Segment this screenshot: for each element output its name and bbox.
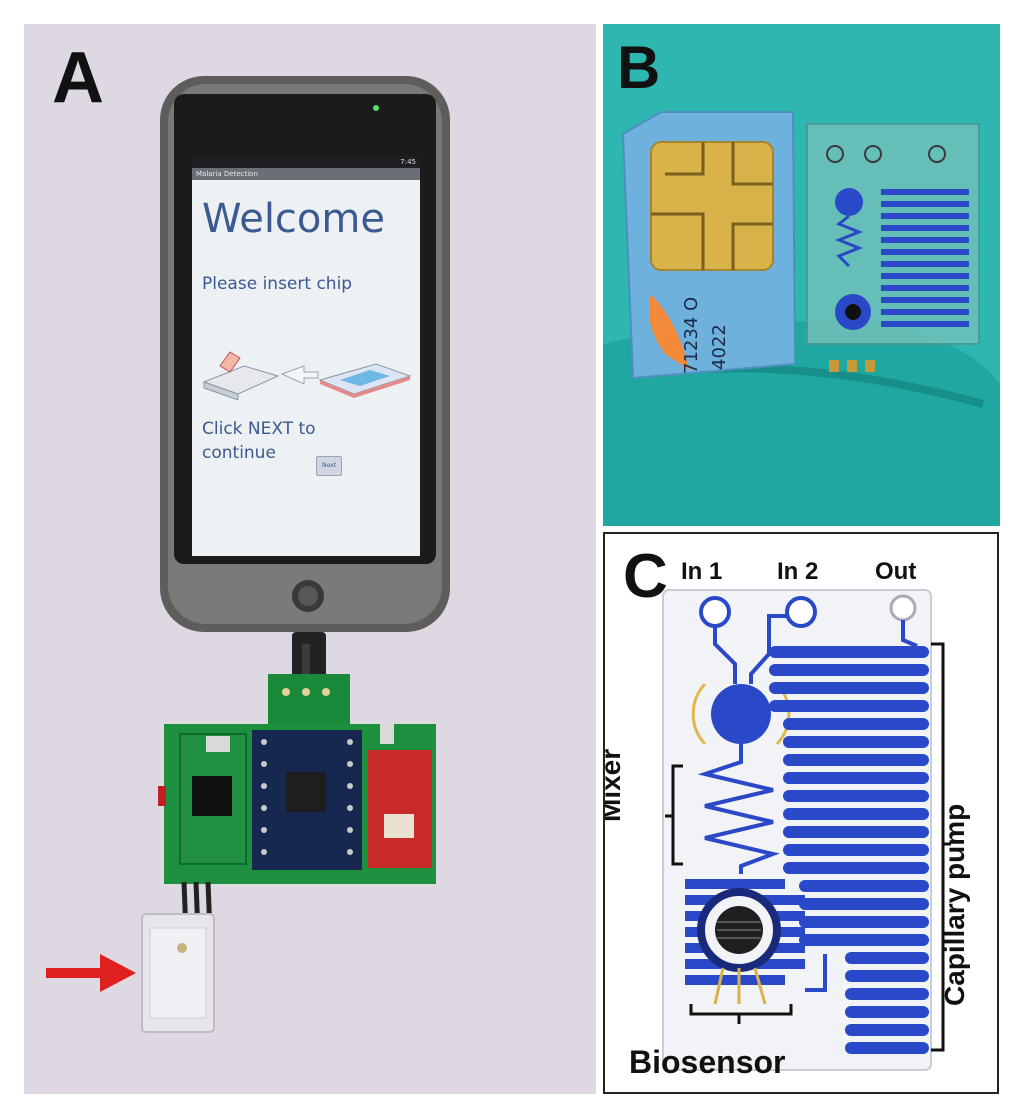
- biosensor-label: Biosensor: [629, 1044, 786, 1080]
- panel-a: A ←: [24, 24, 596, 1094]
- panel-c-letter: C: [623, 542, 668, 611]
- red-breakout-board: [368, 750, 432, 868]
- sim-text-2: 4022: [709, 324, 730, 370]
- capillary-pump-bracket: [931, 642, 951, 1052]
- insert-chip-illustration: [202, 351, 412, 400]
- next-button[interactable]: Next: [316, 456, 342, 476]
- inlet-2-port: [785, 596, 817, 628]
- sim-contact-pad: [650, 141, 774, 271]
- capillary-pump-label: Capillary pump: [939, 803, 970, 1006]
- panel-b: B 71234 O 4022: [603, 24, 1000, 526]
- usb-port: [206, 736, 230, 752]
- mixer-channel: [697, 744, 780, 874]
- mixing-chamber: [711, 684, 771, 744]
- biosensor-region: [685, 879, 805, 1005]
- outlet-label: Out: [875, 558, 917, 585]
- sim-logo-icon: [648, 294, 689, 370]
- led-indicator-icon: [373, 105, 379, 111]
- panel-b-letter: B: [617, 34, 661, 101]
- sim-text-1: 71234 O: [681, 297, 702, 374]
- status-bar: 7:45: [192, 156, 420, 168]
- panel-c: C In 1 In 2 Out Mixer Biosensor Capillar…: [603, 532, 999, 1094]
- capillary-pump-channels: [769, 646, 929, 1054]
- panel-a-letter: A: [52, 38, 104, 118]
- outlet-port: [889, 594, 917, 622]
- clock: 7:45: [400, 158, 416, 166]
- mixer-label: Mixer: [603, 748, 626, 822]
- red-arrow-icon: [46, 954, 136, 992]
- phone-screen: 7:45 Malaria Detection Welcome Please in…: [192, 156, 420, 556]
- inlet-2-label: In 2: [777, 558, 819, 585]
- chip-layout-diagram: [662, 589, 951, 1071]
- inlet-1-label: In 1: [681, 558, 723, 585]
- insert-instruction: Please insert chip: [202, 274, 353, 294]
- sim-and-chip-photo: 71234 O 4022: [603, 111, 1000, 526]
- app-title-bar: Malaria Detection: [192, 168, 420, 180]
- chip-ic: [192, 776, 232, 816]
- mixer-bracket: [665, 764, 683, 866]
- welcome-heading: Welcome: [202, 196, 385, 242]
- biosensor-bracket: [689, 1004, 793, 1024]
- continue-instruction: Click NEXT to continue: [202, 419, 316, 463]
- inlet-1-port: [699, 596, 731, 628]
